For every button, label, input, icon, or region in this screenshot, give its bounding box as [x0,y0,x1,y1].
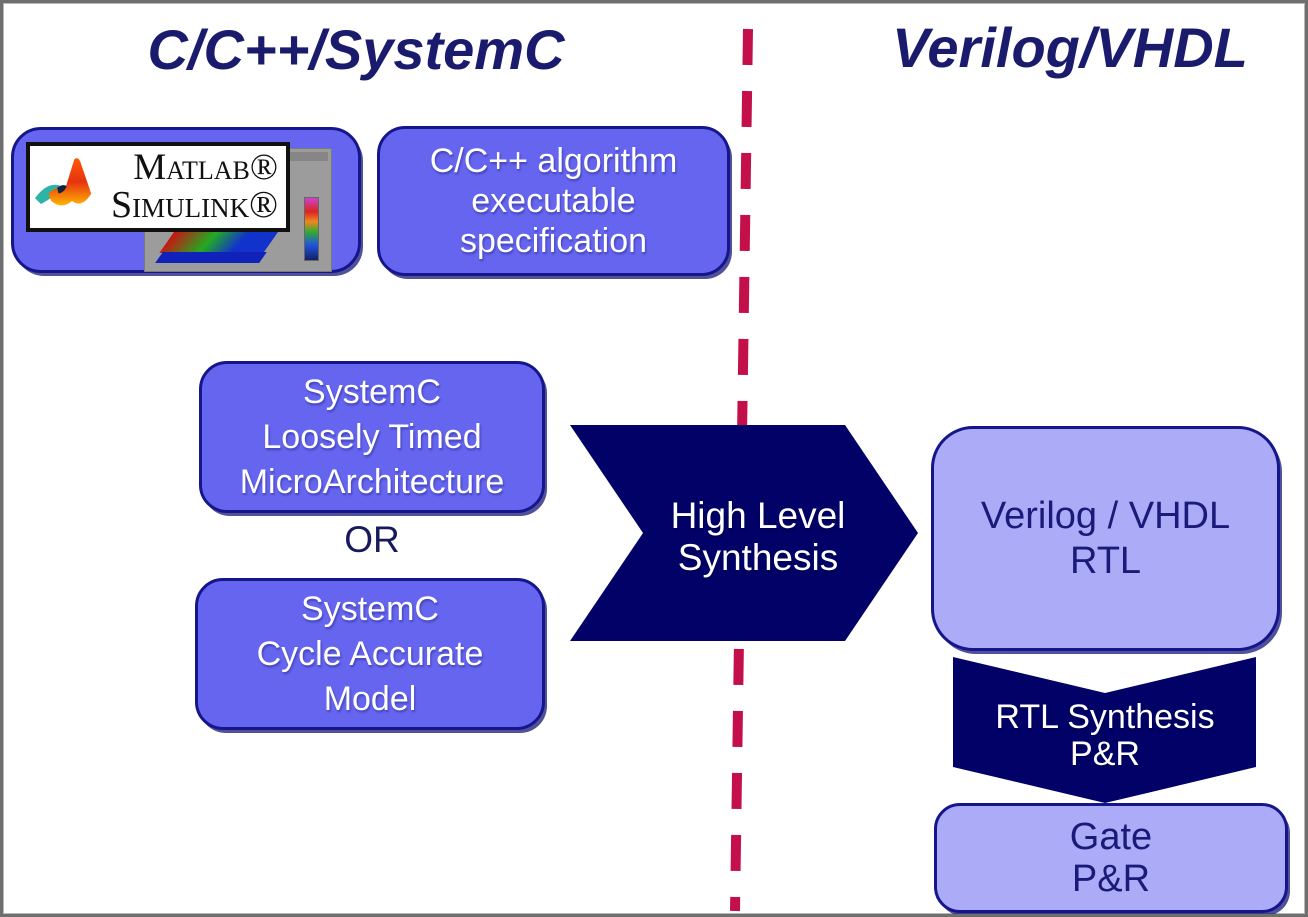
systemc-loosely-timed-box: SystemC Loosely Timed MicroArchitecture [199,361,545,513]
matlab-wordmark: Matlab® [133,147,278,188]
hls-arrow-label: High Level Synthesis [670,495,846,578]
matlab-simulink-box: Matlab® Simulink® [11,127,361,273]
cpp-algorithm-spec-box: C/C++ algorithm executable specification [377,126,730,276]
screenshot-colorbar [304,197,319,261]
screenshot-surface-plot [159,231,279,253]
verilog-vhdl-rtl-box: Verilog / VHDL RTL [931,426,1280,651]
gate-pr-label: Gate P&R [1069,816,1153,900]
title-verilog-vhdl: Verilog/VHDL [892,16,1248,79]
systemc-loosely-timed-label: SystemC Loosely Timed MicroArchitecture [239,372,505,501]
gate-pr-box: Gate P&R [934,803,1288,913]
simulink-wordmark: Simulink® [111,184,278,226]
title-c-cpp-systemc: C/C++/SystemC [147,18,565,81]
screenshot-surface-front [155,252,267,263]
divider-line [730,28,753,912]
matlab-logo-text: Matlab® Simulink® [106,147,286,226]
matlab-logo-panel: Matlab® Simulink® [26,142,290,232]
verilog-vhdl-rtl-label: Verilog / VHDL RTL [980,494,1231,582]
systemc-cycle-accurate-label: SystemC Cycle Accurate Model [256,589,484,718]
systemc-cycle-accurate-box: SystemC Cycle Accurate Model [195,578,545,730]
cpp-algorithm-spec-label: C/C++ algorithm executable specification [429,142,678,260]
matlab-membrane-icon [34,158,92,206]
rtl-synthesis-chevron-label: RTL Synthesis P&R [995,698,1215,773]
or-label: OR [344,519,400,560]
